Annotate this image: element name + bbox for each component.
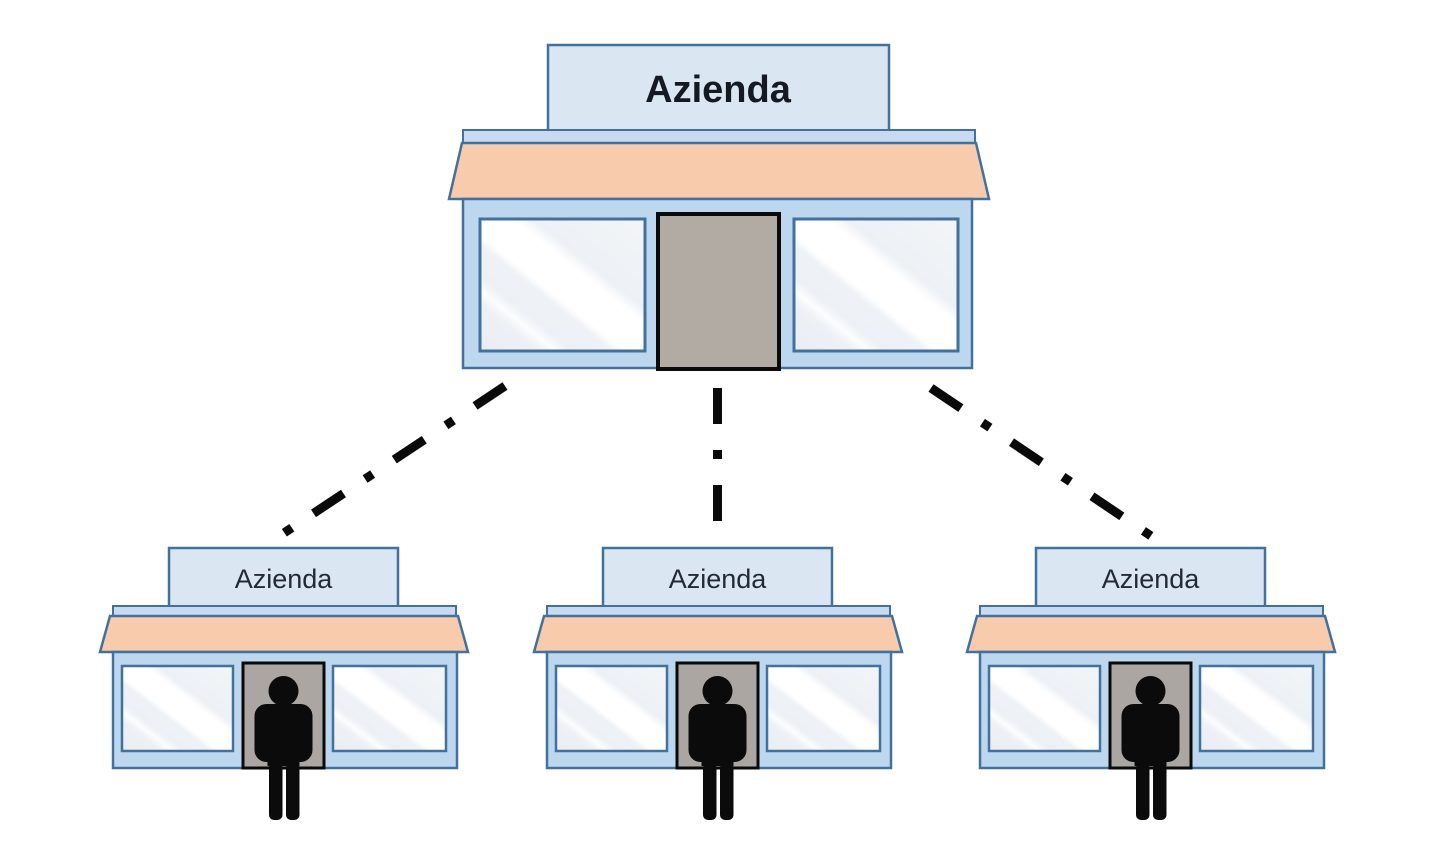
branch-sign-board: [1034, 546, 1267, 610]
hq-window-left: [478, 217, 647, 353]
branch-building-1: Azienda: [98, 546, 470, 820]
hq-window-right: [792, 217, 960, 353]
branch-window-left: [987, 664, 1102, 753]
branch-window-right: [1198, 664, 1315, 753]
connectors: [275, 382, 1160, 544]
branch-roof-ledge: [546, 605, 891, 617]
branch-label: Azienda: [669, 564, 768, 594]
connector-left: [275, 382, 508, 541]
person-icon: [688, 676, 747, 820]
person-icon: [254, 676, 313, 820]
branch-label: Azienda: [1102, 564, 1201, 594]
branch-awning: [532, 614, 904, 654]
hq-door: [656, 212, 781, 371]
hq-roof-ledge: [462, 129, 976, 144]
branch-window-left: [554, 664, 669, 753]
branch-label: Azienda: [235, 564, 334, 594]
branch-window-right: [765, 664, 882, 753]
hq-label: Azienda: [645, 69, 792, 111]
branch-roof-ledge: [979, 605, 1324, 617]
branch-window-left: [120, 664, 235, 753]
branch-building-3: Azienda: [965, 546, 1337, 820]
branch-roof-ledge: [112, 605, 457, 617]
branch-building-2: Azienda: [532, 546, 904, 820]
hq-building: Azienda: [447, 43, 991, 371]
connector-right: [928, 384, 1160, 544]
hq-awning: [447, 141, 991, 201]
person-icon: [1121, 676, 1180, 820]
branch-awning: [965, 614, 1337, 654]
branch-window-right: [331, 664, 448, 753]
branch-awning: [98, 614, 470, 654]
